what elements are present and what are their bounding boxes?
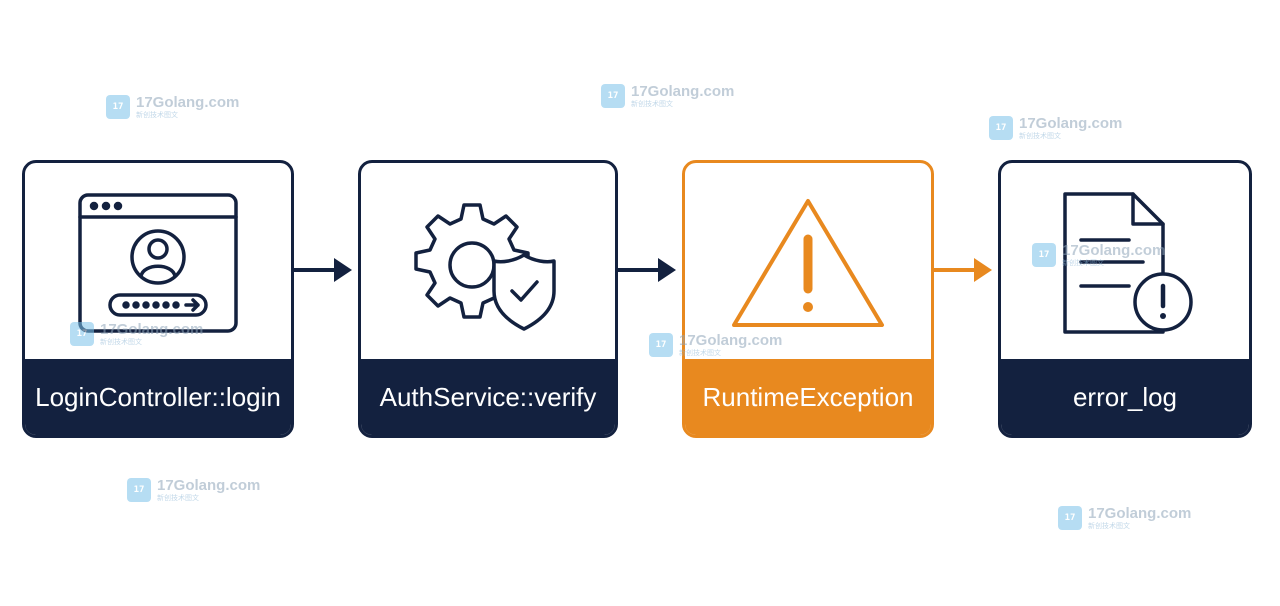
watermark-subtext: 新创技术图文	[100, 339, 142, 346]
watermark-text: 17Golang.com	[1019, 115, 1123, 132]
watermark-text: 17Golang.com	[100, 321, 204, 338]
watermark-subtext: 新创技术图文	[679, 350, 721, 357]
watermark-text: 17Golang.com	[1088, 505, 1192, 522]
watermark: 17 17Golang.com 新创技术图文	[649, 333, 782, 357]
node-label: error_log	[1001, 359, 1249, 435]
watermark: 17 17Golang.com 新创技术图文	[106, 95, 239, 119]
watermark: 17 17Golang.com 新创技术图文	[1032, 243, 1165, 267]
watermark-text: 17Golang.com	[157, 477, 261, 494]
watermark-logo: 17	[1032, 243, 1056, 267]
watermark: 17 17Golang.com 新创技术图文	[601, 84, 734, 108]
watermark-text: 17Golang.com	[631, 83, 735, 100]
watermark: 17 17Golang.com 新创技术图文	[70, 322, 203, 346]
node-label: LoginController::login	[25, 359, 291, 435]
watermark-text: 17Golang.com	[1062, 242, 1166, 259]
watermark-logo: 17	[1058, 506, 1082, 530]
watermark-logo: 17	[649, 333, 673, 357]
watermark-subtext: 新创技术图文	[1062, 260, 1104, 267]
node-error-log: error_log	[998, 160, 1252, 438]
watermark-logo: 17	[989, 116, 1013, 140]
watermark: 17 17Golang.com 新创技术图文	[989, 116, 1122, 140]
watermark-subtext: 新创技术图文	[157, 495, 199, 502]
node-label: RuntimeException	[685, 359, 931, 435]
node-auth-service: AuthService::verify	[358, 160, 618, 438]
flow-arrow	[618, 250, 680, 290]
watermark-subtext: 新创技术图文	[1019, 133, 1061, 140]
log-file-error-icon	[1001, 163, 1249, 363]
watermark-logo: 17	[127, 478, 151, 502]
flow-arrow	[934, 250, 996, 290]
login-window-icon	[25, 163, 291, 363]
watermark-subtext: 新创技术图文	[631, 101, 673, 108]
watermark-logo: 17	[106, 95, 130, 119]
node-runtime-exception: RuntimeException	[682, 160, 934, 438]
watermark-text: 17Golang.com	[679, 332, 783, 349]
warning-triangle-icon	[685, 163, 931, 363]
node-label: AuthService::verify	[361, 359, 615, 435]
watermark-logo: 17	[601, 84, 625, 108]
flow-arrow	[294, 250, 356, 290]
node-login-controller: LoginController::login	[22, 160, 294, 438]
watermark-logo: 17	[70, 322, 94, 346]
watermark: 17 17Golang.com 新创技术图文	[127, 478, 260, 502]
gear-shield-icon	[361, 163, 615, 363]
watermark-text: 17Golang.com	[136, 94, 240, 111]
watermark-subtext: 新创技术图文	[136, 112, 178, 119]
watermark: 17 17Golang.com 新创技术图文	[1058, 506, 1191, 530]
watermark-subtext: 新创技术图文	[1088, 523, 1130, 530]
